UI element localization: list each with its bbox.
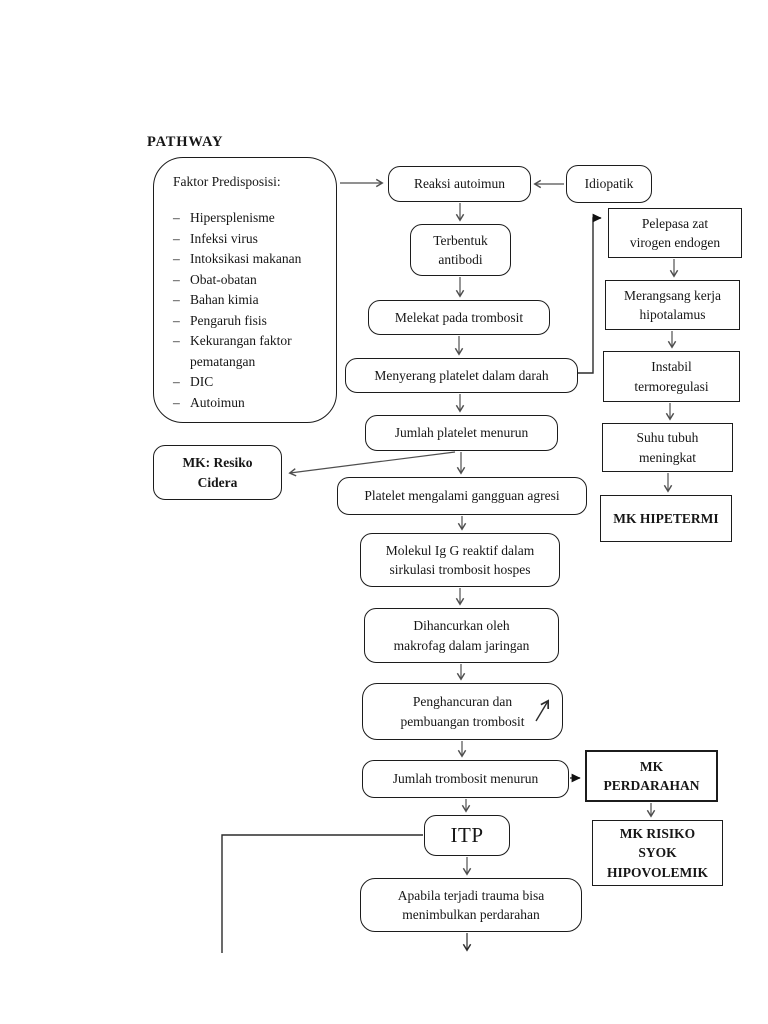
node-label: HIPOVOLEMIK bbox=[607, 864, 708, 880]
node-label: Platelet mengalami gangguan agresi bbox=[364, 488, 560, 504]
node-label: sirkulasi trombosit hospes bbox=[389, 562, 531, 577]
list-item: Pengaruh fisis bbox=[173, 311, 328, 332]
node-label: Jumlah trombosit menurun bbox=[392, 771, 539, 787]
node-label: Idiopatik bbox=[584, 176, 634, 192]
node-merangsang-hipotalamus: Merangsang kerja hipotalamus bbox=[605, 280, 740, 330]
node-label: Menyerang platelet dalam darah bbox=[374, 367, 549, 383]
node-label: Cidera bbox=[197, 474, 238, 490]
node-penghancuran-pembuangan: Penghancuran dan pembuangan trombosit bbox=[362, 683, 563, 740]
node-label: MK RISIKO bbox=[619, 826, 696, 842]
node-pelepasa-zat: Pelepasa zat virogen endogen bbox=[608, 208, 742, 258]
page-title: PATHWAY bbox=[147, 134, 224, 150]
node-label: MK: Resiko bbox=[182, 455, 253, 471]
node-jumlah-trombosit-menurun: Jumlah trombosit menurun bbox=[362, 760, 569, 798]
node-label: MK HIPETERMI bbox=[613, 510, 719, 526]
faktor-list: Hipersplenisme Infeksi virus Intoksikasi… bbox=[173, 208, 328, 413]
node-label: SYOK bbox=[638, 845, 677, 861]
node-label: ITP bbox=[450, 822, 484, 847]
node-terbentuk-antibodi: Terbentuk antibodi bbox=[410, 224, 511, 276]
node-label: termoregulasi bbox=[634, 378, 709, 394]
list-item: Kekurangan faktor pematangan bbox=[173, 331, 328, 372]
node-suhu-tubuh-meningkat: Suhu tubuh meningkat bbox=[602, 423, 733, 472]
node-molekul-igg: Molekul Ig G reaktif dalam sirkulasi tro… bbox=[360, 533, 560, 587]
node-label: Jumlah platelet menurun bbox=[394, 425, 529, 441]
node-menyerang-platelet: Menyerang platelet dalam darah bbox=[345, 358, 578, 393]
list-item: Hipersplenisme bbox=[173, 208, 328, 229]
node-label: MK bbox=[639, 758, 664, 774]
node-reaksi-autoimun: Reaksi autoimun bbox=[388, 166, 531, 202]
node-mk-perdarahan: MK PERDARAHAN bbox=[585, 750, 718, 802]
node-instabil-termoregulasi: Instabil termoregulasi bbox=[603, 351, 740, 402]
node-apabila-trauma: Apabila terjadi trauma bisa menimbulkan … bbox=[360, 878, 582, 932]
list-item: Bahan kimia bbox=[173, 290, 328, 311]
node-jumlah-platelet-menurun: Jumlah platelet menurun bbox=[365, 415, 558, 451]
faktor-title: Faktor Predisposisi: bbox=[173, 174, 281, 189]
list-item: Obat-obatan bbox=[173, 270, 328, 291]
node-label: hipotalamus bbox=[639, 307, 706, 322]
list-item: DIC bbox=[173, 372, 328, 393]
node-label: Merangsang kerja bbox=[623, 287, 722, 303]
list-item: Infeksi virus bbox=[173, 229, 328, 250]
node-label: Penghancuran dan bbox=[412, 694, 513, 710]
node-label: Apabila terjadi trauma bisa bbox=[397, 887, 545, 903]
node-label: menimbulkan perdarahan bbox=[402, 907, 540, 922]
node-label: Dihancurkan oleh bbox=[413, 618, 510, 634]
node-label: Terbentuk bbox=[433, 232, 488, 248]
node-platelet-gangguan-agresi: Platelet mengalami gangguan agresi bbox=[337, 477, 587, 515]
node-mk-risiko-syok-hipovolemik: MK RISIKO SYOK HIPOVOLEMIK bbox=[592, 820, 723, 886]
node-label: Suhu tubuh bbox=[636, 430, 699, 446]
list-item: Intoksikasi makanan bbox=[173, 249, 328, 270]
node-idiopatik: Idiopatik bbox=[566, 165, 652, 203]
list-item: Autoimun bbox=[173, 393, 328, 414]
node-label: meningkat bbox=[639, 449, 696, 465]
node-mk-resiko-cidera: MK: Resiko Cidera bbox=[153, 445, 282, 500]
node-label: Pelepasa zat bbox=[641, 215, 709, 231]
node-mk-hipetermi: MK HIPETERMI bbox=[600, 495, 732, 542]
arrow-to-mk-resiko-cidera bbox=[288, 451, 456, 477]
node-faktor-predisposisi: Faktor Predisposisi: Hipersplenisme Infe… bbox=[153, 157, 337, 423]
node-label: Melekat pada trombosit bbox=[394, 309, 524, 325]
connector-menyerang-to-pelepasa bbox=[578, 213, 602, 374]
node-melekat-pada-trombosit: Melekat pada trombosit bbox=[368, 300, 550, 335]
node-label: makrofag dalam jaringan bbox=[393, 637, 530, 653]
node-dihancurkan-makrofag: Dihancurkan oleh makrofag dalam jaringan bbox=[364, 608, 559, 663]
node-label: Instabil bbox=[651, 359, 692, 375]
node-label: Molekul Ig G reaktif dalam bbox=[385, 542, 535, 558]
node-label: pembuangan trombosit bbox=[400, 713, 525, 729]
node-label: antibodi bbox=[438, 252, 483, 267]
node-label: Reaksi autoimun bbox=[413, 176, 506, 192]
node-label: PERDARAHAN bbox=[603, 778, 700, 793]
node-itp: ITP bbox=[424, 815, 510, 856]
node-label: virogen endogen bbox=[629, 235, 721, 250]
